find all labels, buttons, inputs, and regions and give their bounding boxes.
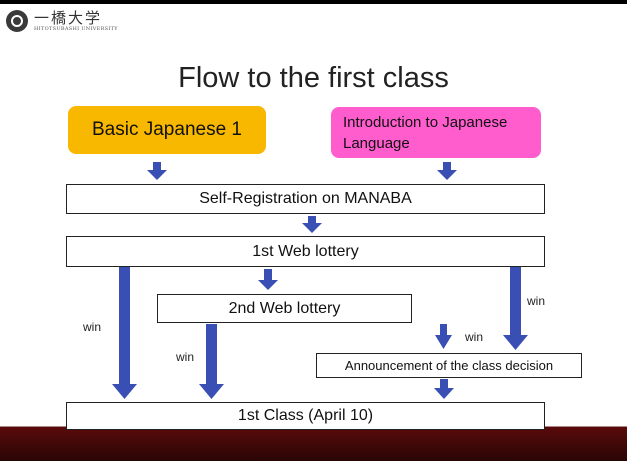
logo-kanji: 一橋大学 xyxy=(34,8,103,27)
step-first-class: 1st Class (April 10) xyxy=(66,402,545,430)
arrow-lottery2-to-class xyxy=(199,324,224,399)
step-announcement-label: Announcement of the class decision xyxy=(344,358,554,373)
win-label-lottery1-left: win xyxy=(83,320,102,334)
logo-subtitle: HITOTSUBASHI UNIVERSITY xyxy=(34,25,118,32)
win-label-lottery2-right: win xyxy=(465,330,484,344)
university-emblem-icon xyxy=(6,10,28,32)
step-announcement: Announcement of the class decision xyxy=(316,353,582,378)
university-logo: 一橋大学 HITOTSUBASHI UNIVERSITY xyxy=(6,9,118,33)
step-self-registration-label: Self-Registration on MANABA xyxy=(199,190,412,207)
arrow-lottery1-to-lottery2 xyxy=(258,269,278,290)
step-second-lottery-label: 2nd Web lottery xyxy=(228,299,341,317)
step-first-class-label: 1st Class (April 10) xyxy=(237,407,374,424)
course-basic-label: Basic Japanese 1 xyxy=(92,119,242,140)
arrow-lottery2-to-announcement xyxy=(435,324,452,349)
win-label-lottery2: win xyxy=(176,350,195,364)
footer-band xyxy=(0,427,627,461)
arrow-intro-to-registration xyxy=(437,162,457,180)
logo-text: 一橋大学 HITOTSUBASHI UNIVERSITY xyxy=(34,8,118,32)
arrow-lottery1-to-class xyxy=(112,267,137,399)
course-basic-japanese: Basic Japanese 1 xyxy=(68,106,266,154)
win-label-lottery1-right: win xyxy=(527,294,546,308)
header-bar: 一橋大学 HITOTSUBASHI UNIVERSITY xyxy=(0,0,627,38)
step-second-lottery: 2nd Web lottery xyxy=(157,294,412,323)
arrow-announcement-to-class xyxy=(434,379,454,399)
arrow-basic-to-registration xyxy=(147,162,167,180)
step-first-lottery-label: 1st Web lottery xyxy=(252,242,359,260)
arrow-registration-to-lottery1 xyxy=(302,216,322,233)
step-self-registration: Self-Registration on MANABA xyxy=(66,184,545,214)
slide-title: Flow to the first class xyxy=(178,62,449,94)
arrow-lottery1-to-announcement xyxy=(503,267,528,350)
course-intro-label: Introduction to Japanese Language xyxy=(343,113,508,152)
course-intro-japanese: Introduction to Japanese Language xyxy=(331,107,541,158)
step-first-lottery: 1st Web lottery xyxy=(66,236,545,267)
